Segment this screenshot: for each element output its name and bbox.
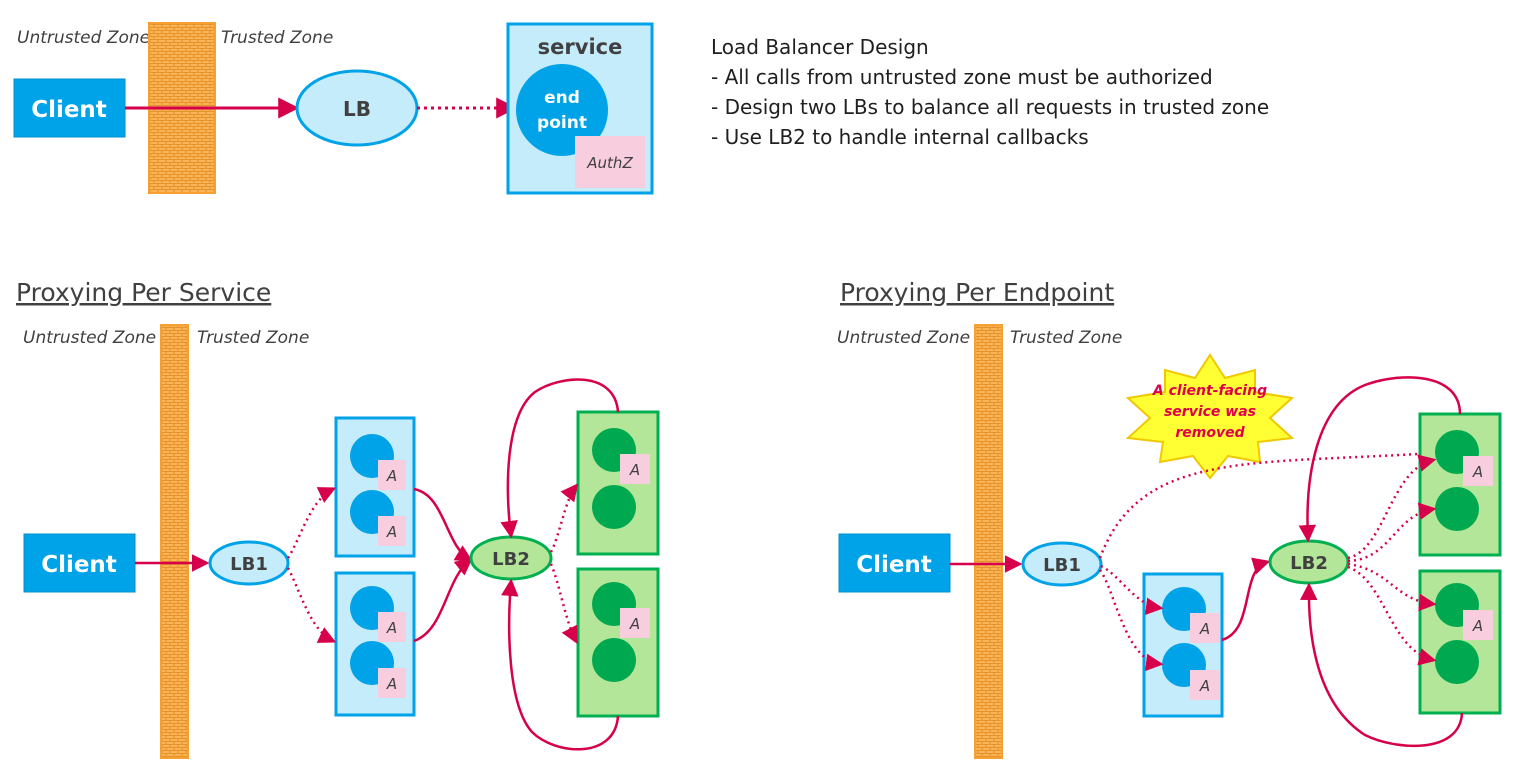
endpoint-circle — [1435, 640, 1479, 684]
notes-bullet: - All calls from untrusted zone must be … — [711, 65, 1213, 89]
lb1-to-endpoint-arrow — [286, 567, 337, 643]
lb1-to-endpoint-arrow — [1100, 564, 1164, 616]
callout-text: removed — [1175, 425, 1245, 441]
callout-text: A client-facing — [1152, 383, 1267, 399]
client-label: Client — [31, 97, 107, 123]
client-box — [13, 78, 126, 138]
endpoint-circle — [592, 485, 636, 529]
proxy-per-service-diagram: Proxying Per Service Untrusted Zone Trus… — [16, 278, 660, 759]
lb2-to-endpoint-arrow — [549, 563, 578, 645]
client-box — [23, 533, 136, 593]
authz-label: A — [629, 461, 640, 479]
lb1-to-endpoint-arrow — [1098, 445, 1438, 559]
authz-badge — [620, 454, 650, 484]
design-notes: Load Balancer Design - All calls from un… — [711, 35, 1269, 149]
untrusted-zone-label: Untrusted Zone — [23, 328, 156, 348]
top-diagram: Untrusted Zone Trusted Zone Client LB se… — [13, 22, 654, 195]
firewall — [974, 324, 1003, 759]
authz-badge — [1190, 670, 1220, 700]
endpoint-to-lb2-arrow — [413, 487, 473, 562]
authz-label: A — [1199, 620, 1210, 638]
endpoint-to-lb2-arrow — [413, 557, 473, 643]
authz-badge — [575, 136, 645, 188]
endpoint-circle — [1435, 487, 1479, 531]
authz-label: A — [386, 619, 397, 637]
authz-badge — [378, 460, 406, 490]
authz-label: AuthZ — [586, 154, 633, 172]
endpoint-label-line2: point — [537, 113, 587, 133]
authz-label: A — [386, 675, 397, 693]
lb1-label: LB1 — [1043, 555, 1081, 576]
authz-badge — [1190, 613, 1220, 643]
lb1-node — [208, 540, 290, 586]
callout-burst — [1125, 353, 1295, 480]
proxy-per-endpoint-diagram: Proxying Per Endpoint Untrusted Zone Tru… — [837, 278, 1502, 759]
lb-label: LB — [343, 97, 371, 121]
lb1-node — [1021, 541, 1103, 587]
lb1-to-endpoint-arrow — [286, 487, 337, 559]
authz-badge — [378, 516, 406, 546]
client-box — [838, 533, 951, 593]
authz-label: A — [1472, 463, 1483, 481]
callback-arrow — [500, 378, 620, 539]
lb2-to-endpoint-arrow — [549, 483, 579, 553]
authz-label: A — [1472, 617, 1483, 635]
trusted-zone-label: Trusted Zone — [1010, 328, 1122, 348]
trusted-zone-label: Trusted Zone — [197, 328, 309, 348]
authz-badge — [620, 608, 650, 638]
lb2-label: LB2 — [1290, 553, 1328, 574]
section-heading: Proxying Per Endpoint — [840, 278, 1114, 307]
callback-arrow — [1298, 376, 1462, 543]
endpoint-circle — [592, 638, 636, 682]
authz-label: A — [629, 615, 640, 633]
callout-text: service was — [1164, 404, 1256, 420]
firewall — [160, 324, 189, 759]
callback-arrow — [501, 578, 620, 751]
lb2-label: LB2 — [492, 549, 530, 570]
client-label: Client — [856, 552, 932, 578]
authz-badge — [378, 668, 406, 698]
authz-badge — [1463, 456, 1493, 486]
notes-title: Load Balancer Design — [711, 35, 929, 59]
authz-label: A — [386, 467, 397, 485]
service-label: service — [538, 35, 623, 59]
lb2-to-endpoint-arrow — [1347, 562, 1437, 612]
authz-label: A — [1199, 677, 1210, 695]
endpoint-to-lb2-arrow — [1221, 557, 1271, 642]
endpoint-circle — [516, 64, 608, 156]
trusted-zone-label: Trusted Zone — [221, 28, 333, 48]
lb2-to-endpoint-arrow — [1347, 565, 1437, 666]
lb2-to-endpoint-arrow — [1347, 502, 1437, 563]
section-heading: Proxying Per Service — [16, 278, 271, 307]
authz-badge — [378, 612, 406, 642]
lb1-label: LB1 — [230, 554, 268, 575]
notes-bullet: - Use LB2 to handle internal callbacks — [711, 125, 1089, 149]
untrusted-zone-label: Untrusted Zone — [17, 28, 150, 48]
untrusted-zone-label: Untrusted Zone — [837, 328, 970, 348]
authz-label: A — [386, 523, 397, 541]
lb2-to-endpoint-arrow — [1347, 454, 1437, 560]
authz-badge — [1463, 610, 1493, 640]
callback-arrow — [1299, 582, 1464, 748]
client-label: Client — [41, 552, 117, 578]
endpoint-label-line1: end — [544, 88, 580, 108]
notes-bullet: - Design two LBs to balance all requests… — [711, 95, 1269, 119]
